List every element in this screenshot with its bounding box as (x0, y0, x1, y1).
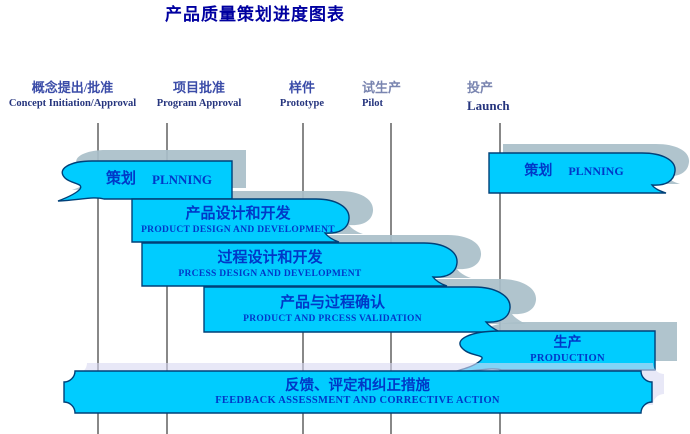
milestone-pilot-en: Pilot (362, 98, 383, 109)
banner-product-design-zh: 产品设计和开发 (185, 206, 291, 223)
banner-product-design-label: 产品设计和开发 PRODUCT DESIGN AND DEVELOPMENT (138, 201, 338, 241)
milestone-program-en: Program Approval (156, 98, 242, 109)
milestone-prototype: 样件 Prototype (258, 77, 346, 109)
banner-feedback-label: 反馈、评定和纠正措施 FEEDBACK ASSESSMENT AND CORRE… (70, 373, 645, 412)
milestone-pilot: 试生产 Pilot (362, 77, 442, 109)
milestone-concept: 概念提出/批准 Concept Initiation/Approval (0, 77, 145, 109)
banner-process-design-zh: 过程设计和开发 (217, 250, 323, 267)
banner-feedback-en: FEEDBACK ASSESSMENT AND CORRECTIVE ACTIO… (215, 395, 500, 407)
banner-feedback-zh: 反馈、评定和纠正措施 (285, 377, 430, 394)
banner-product-design-en: PRODUCT DESIGN AND DEVELOPMENT (141, 224, 335, 235)
banner-validation-en: PRODUCT AND PRCESS VALIDATION (243, 313, 422, 324)
banner-planning-en: PLNNING (152, 171, 212, 187)
banner-planning-label: 策划 PLNNING (90, 163, 228, 197)
milestone-prototype-zh: 样件 (288, 80, 315, 95)
banner-validation-zh: 产品与过程确认 (279, 295, 385, 312)
banner-process-design-label: 过程设计和开发 PRCESS DESIGN AND DEVELOPMENT (140, 245, 400, 285)
milestone-concept-en: Concept Initiation/Approval (8, 98, 137, 109)
milestone-concept-zh: 概念提出/批准 (31, 80, 114, 95)
page-title: 产品质量策划进度图表 (165, 5, 345, 24)
banner-production-zh: 生产 (553, 335, 582, 351)
milestone-launch: 投产 Launch (467, 77, 557, 114)
banner-planning-right-label: 策划 PLNNING (498, 155, 650, 189)
banner-planning-zh: 策划 (106, 171, 137, 188)
milestone-program-zh: 项目批准 (172, 80, 225, 95)
banner-validation-label: 产品与过程确认 PRODUCT AND PRCESS VALIDATION (190, 289, 475, 331)
milestone-prototype-en: Prototype (279, 98, 325, 109)
banner-planning-right-zh: 策划 (524, 163, 553, 179)
milestone-pilot-zh: 试生产 (362, 80, 402, 95)
milestone-launch-en: Launch (467, 98, 510, 113)
milestone-launch-zh: 投产 (467, 80, 494, 95)
banner-planning-right-en: PLNNING (568, 164, 624, 179)
banner-process-design-en: PRCESS DESIGN AND DEVELOPMENT (178, 268, 362, 279)
milestone-program: 项目批准 Program Approval (148, 77, 250, 109)
banner-production-label: 生产 PRODUCTION (490, 332, 645, 369)
banner-production-en: PRODUCTION (530, 353, 605, 365)
